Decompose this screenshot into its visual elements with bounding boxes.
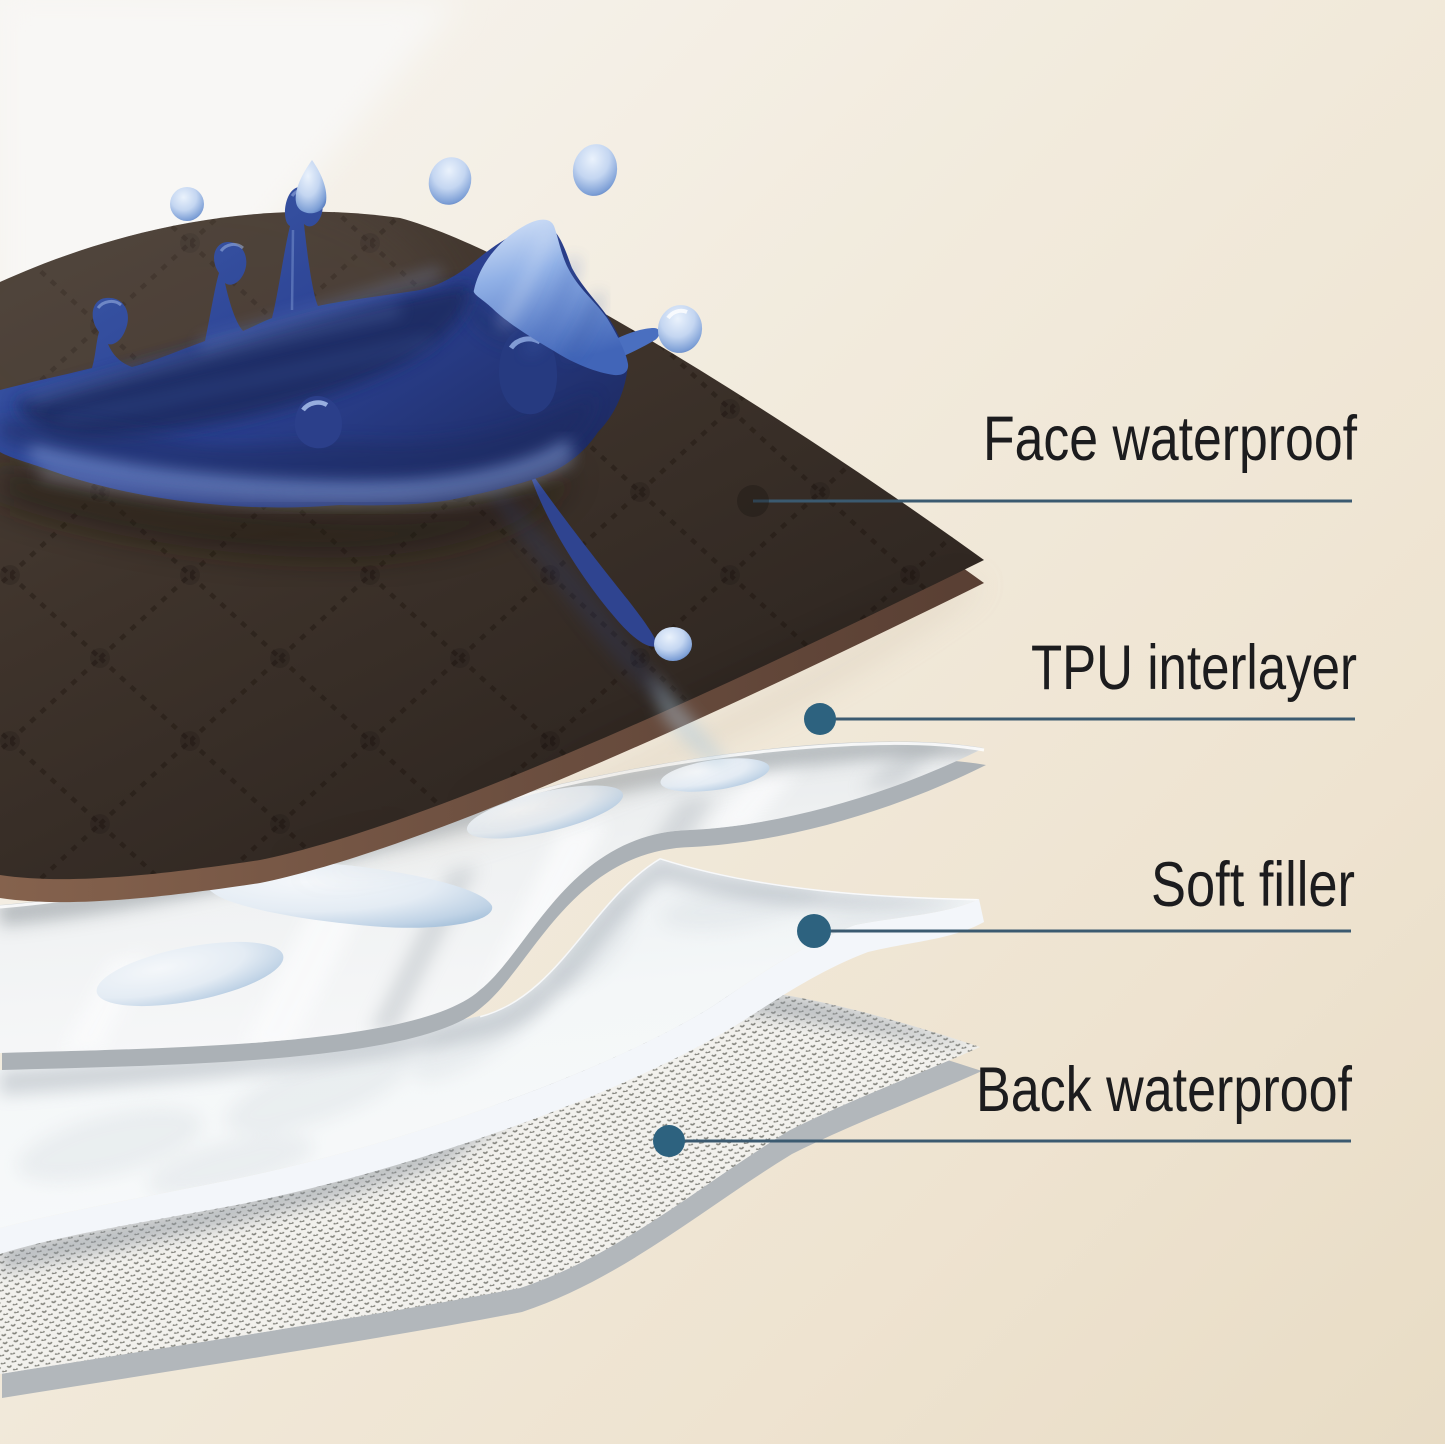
svg-text:Face waterproof: Face waterproof bbox=[983, 404, 1357, 474]
svg-text:Soft filler: Soft filler bbox=[1151, 850, 1355, 920]
svg-text:Back waterproof: Back waterproof bbox=[976, 1055, 1352, 1125]
svg-text:TPU interlayer: TPU interlayer bbox=[1031, 633, 1357, 703]
